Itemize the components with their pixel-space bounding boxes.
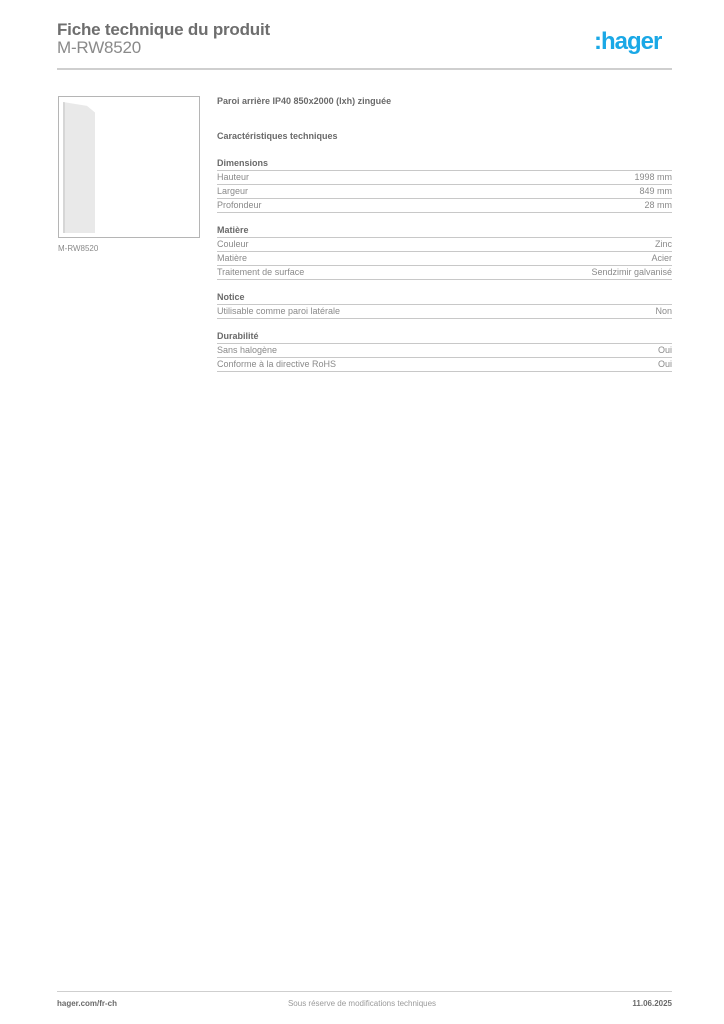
header-divider	[57, 68, 672, 70]
spec-row: Utilisable comme paroi latérale Non	[217, 305, 672, 319]
footer-disclaimer: Sous réserve de modifications techniques	[287, 999, 437, 1008]
spec-row: Couleur Zinc	[217, 238, 672, 252]
spec-value: Oui	[657, 345, 672, 355]
product-image	[58, 96, 200, 238]
spec-row: Traitement de surface Sendzimir galvanisé	[217, 266, 672, 280]
spec-row: Profondeur 28 mm	[217, 199, 672, 213]
spec-label: Utilisable comme paroi latérale	[217, 306, 341, 316]
product-name: Paroi arrière IP40 850x2000 (lxh) zingué…	[217, 96, 392, 106]
spec-label: Profondeur	[217, 200, 262, 210]
section-title: Durabilité	[217, 331, 672, 344]
spec-label: Hauteur	[217, 172, 250, 182]
spec-row: Largeur 849 mm	[217, 185, 672, 199]
section-title: Dimensions	[217, 158, 672, 171]
spec-value: Acier	[651, 253, 672, 263]
section-title: Matière	[217, 225, 672, 238]
spec-label: Traitement de surface	[217, 267, 305, 277]
spec-value: Zinc	[654, 239, 672, 249]
spec-value: 1998 mm	[634, 172, 672, 182]
characteristics-title: Caractéristiques techniques	[217, 131, 338, 141]
spec-row: Conforme à la directive RoHS Oui	[217, 358, 672, 372]
specs-content: Paroi arrière IP40 850x2000 (lxh) zingué…	[217, 96, 672, 372]
spec-value: Sendzimir galvanisé	[591, 267, 672, 277]
section-title: Notice	[217, 292, 672, 305]
spec-value: Oui	[657, 359, 672, 369]
spec-value: 28 mm	[644, 200, 672, 210]
spec-label: Largeur	[217, 186, 249, 196]
spec-label: Sans halogène	[217, 345, 278, 355]
hager-logo: :hager	[594, 28, 662, 55]
spec-label: Couleur	[217, 239, 249, 249]
spec-value: Non	[655, 306, 672, 316]
spec-label: Conforme à la directive RoHS	[217, 359, 337, 369]
section-notice: Notice Utilisable comme paroi latérale No…	[217, 292, 672, 319]
footer-divider	[57, 991, 672, 992]
spec-row: Matière Acier	[217, 252, 672, 266]
spec-row: Hauteur 1998 mm	[217, 171, 672, 185]
footer-website-link[interactable]: hager.com/fr-ch	[57, 999, 118, 1008]
page-title: Fiche technique du produit	[57, 20, 270, 39]
spec-row: Sans halogène Oui	[217, 344, 672, 358]
product-code: M-RW8520	[57, 38, 142, 57]
spec-label: Matière	[217, 253, 248, 263]
image-caption: M-RW8520	[58, 244, 99, 253]
back-panel-icon	[63, 102, 95, 233]
footer-date: 11.06.2025	[632, 999, 672, 1008]
spec-value: 849 mm	[639, 186, 672, 196]
